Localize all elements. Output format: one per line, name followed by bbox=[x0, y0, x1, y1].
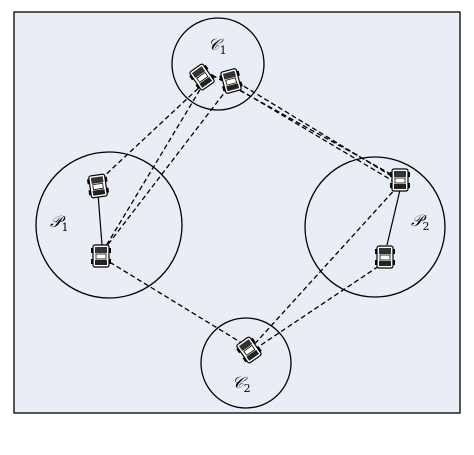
link-p1bot-c2 bbox=[102, 257, 246, 346]
link-p2bot-c2 bbox=[254, 261, 386, 350]
vehicle-icon bbox=[389, 168, 411, 192]
region-circle-c1 bbox=[171, 17, 265, 111]
link-c1a-p1bot bbox=[102, 82, 205, 252]
link-c1b-p1bot bbox=[102, 87, 229, 252]
link-p2-internal bbox=[386, 189, 401, 246]
link-p2top-c2 bbox=[250, 185, 399, 349]
region-circle-p1 bbox=[35, 151, 183, 299]
region-circle-p2 bbox=[304, 156, 446, 298]
dashed-links bbox=[99, 74, 399, 350]
vehicle-icon bbox=[85, 173, 111, 199]
link-p1-internal bbox=[97, 193, 103, 246]
vehicle-icon bbox=[90, 244, 112, 268]
vehicle-icon bbox=[374, 245, 396, 269]
link-c1b-p2top-2 bbox=[239, 89, 399, 185]
region-circle-c2 bbox=[200, 317, 292, 409]
